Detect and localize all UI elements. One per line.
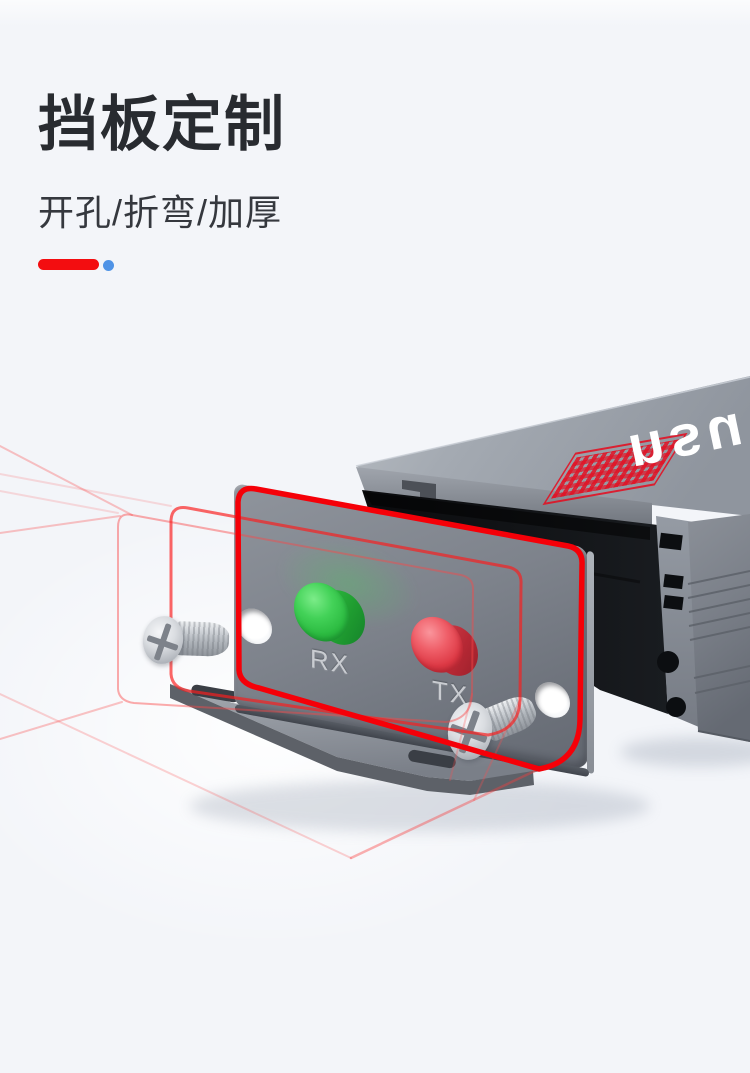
flathead-screw-bottom [444,691,548,766]
profile-notch [663,573,684,590]
rx-label: RX [310,642,351,681]
page-subtitle: 开孔/折弯/加厚 [38,192,283,233]
profile-notch [659,532,683,551]
profile-screw-channel [657,651,679,673]
panel-right-edge [587,550,594,775]
enclosure-top-highlight [355,376,750,467]
panel-flange-front [170,684,534,795]
accent-dot-icon [103,260,114,271]
enclosure-bottom-edge [697,730,750,742]
ground-shadow [190,780,650,832]
profile-screw-channel [666,697,686,717]
accent-bar [38,259,99,270]
tx-indicator-button [411,612,463,678]
mounting-hole-left [237,605,272,647]
enclosure-top-face [356,376,750,516]
page-title: 挡板定制 [38,91,286,158]
flathead-screw-left [139,613,239,669]
profile-notch [663,594,684,611]
heatsink-fins [687,570,750,694]
ground-shadow [620,737,750,767]
